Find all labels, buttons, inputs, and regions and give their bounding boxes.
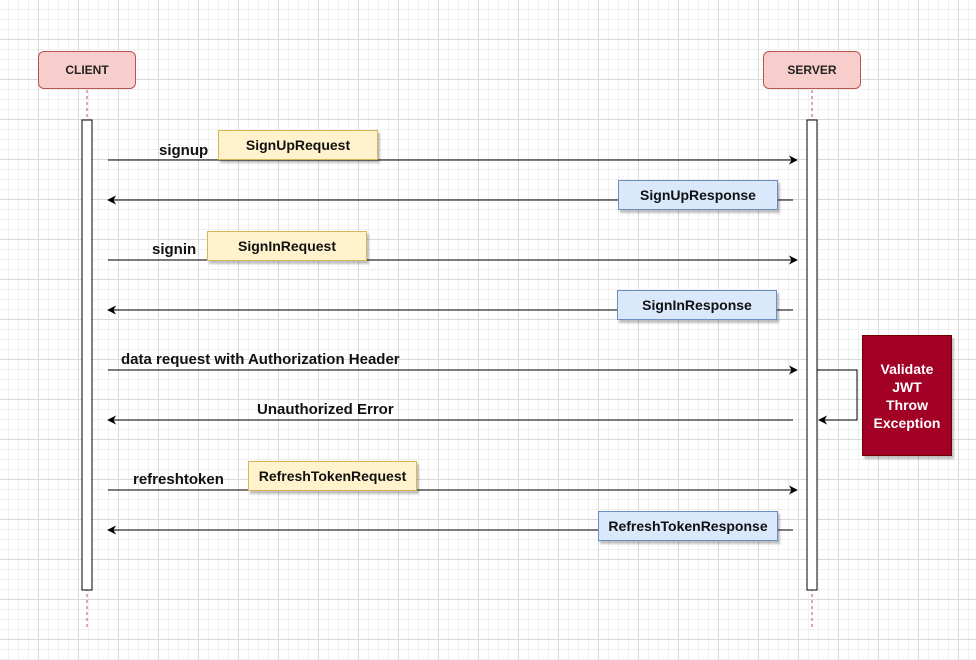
client-activation-bar	[81, 119, 93, 591]
refreshtoken-label: refreshtoken	[133, 471, 224, 488]
unauthorized-error-label: Unauthorized Error	[257, 401, 394, 418]
signup-label: signup	[159, 142, 209, 159]
signin-label: signin	[152, 241, 197, 258]
data-request-label: data request with Authorization Header	[121, 351, 400, 368]
refresh-response-note[interactable]: RefreshTokenResponse	[598, 511, 778, 541]
server-actor[interactable]: SERVER	[763, 51, 861, 89]
server-activation-bar	[806, 119, 818, 591]
signin-request-note[interactable]: SignInRequest	[207, 231, 367, 261]
client-actor[interactable]: CLIENT	[38, 51, 136, 89]
client-actor-label: CLIENT	[65, 63, 109, 77]
validate-jwt-box[interactable]: Validate JWT Throw Exception	[862, 335, 952, 456]
validate-self-loop	[817, 369, 858, 425]
signup-response-note[interactable]: SignUpResponse	[618, 180, 778, 210]
signin-response-note[interactable]: SignInResponse	[617, 290, 777, 320]
refresh-request-note[interactable]: RefreshTokenRequest	[248, 461, 417, 491]
signup-request-note[interactable]: SignUpRequest	[218, 130, 378, 160]
server-actor-label: SERVER	[787, 63, 837, 77]
